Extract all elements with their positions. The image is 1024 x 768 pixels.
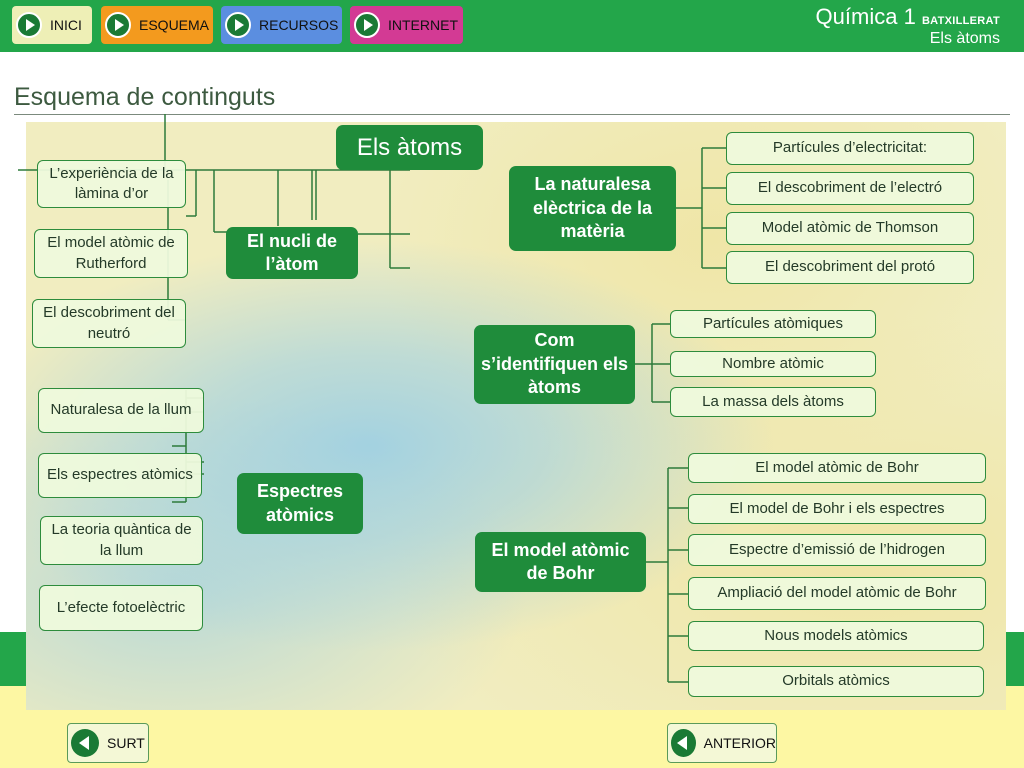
root-node[interactable]: Els àtoms [336,125,483,170]
anterior-label: ANTERIOR [703,735,776,751]
node-espectre-hidrogen[interactable]: Espectre d’emissió de l’hidrogen [688,534,986,566]
node-nous-models[interactable]: Nous models atòmics [688,621,984,651]
node-ampliacio-bohr[interactable]: Ampliació del model atòmic de Bohr [688,577,986,610]
node-efecte-fotoelectric[interactable]: L’efecte fotoelèctric [39,585,203,631]
node-orbitals[interactable]: Orbitals atòmics [688,666,984,697]
play-icon [225,12,251,38]
node-naturalesa-llum[interactable]: Naturalesa de la llum [38,388,204,433]
surt-label: SURT [107,735,145,751]
nav-inici-label: INICI [50,17,82,33]
page-title: Esquema de continguts [14,83,276,111]
anterior-button[interactable]: ANTERIOR [667,723,777,763]
course-name: Química 1 [815,4,916,29]
top-header: INICI ESQUEMA RECURSOS INTERNET Química … [0,0,1024,52]
nav-esquema-button[interactable]: ESQUEMA [101,6,213,44]
node-model-bohr[interactable]: El model atòmic de Bohr [688,453,986,483]
node-descobriment-electro[interactable]: El descobriment de l’electró [726,172,974,205]
course-title: Química 1 BATXILLERAT [816,4,1000,30]
back-arrow-icon [71,729,99,757]
nav-internet-button[interactable]: INTERNET [350,6,463,44]
back-arrow-icon [671,729,696,757]
node-descobriment-proto[interactable]: El descobriment del protó [726,251,974,284]
hub-nucli[interactable]: El nucli de l’àtom [226,227,358,279]
play-icon [16,12,42,38]
surt-button[interactable]: SURT [67,723,149,763]
play-icon [105,12,131,38]
hub-naturalesa[interactable]: La naturalesa elèctrica de la matèria [509,166,676,251]
node-model-rutherford[interactable]: El model atòmic de Rutherford [34,229,188,278]
node-model-thomson[interactable]: Model atòmic de Thomson [726,212,974,245]
nav-internet-label: INTERNET [388,17,458,33]
node-bohr-espectres[interactable]: El model de Bohr i els espectres [688,494,986,524]
node-nombre-atomic[interactable]: Nombre atòmic [670,351,876,377]
node-particules-electricitat[interactable]: Partícules d’electricitat: [726,132,974,165]
hub-identifiquen[interactable]: Com s’identifiquen els àtoms [474,325,635,404]
hub-espectres[interactable]: Espectres atòmics [237,473,363,534]
node-espectres-atomics[interactable]: Els espectres atòmics [38,453,202,498]
node-massa-atoms[interactable]: La massa dels àtoms [670,387,876,417]
node-lamina-or[interactable]: L’experiència de la làmina d’or [37,160,186,208]
unit-subtitle: Els àtoms [929,30,1000,47]
play-icon [354,12,380,38]
node-particules-atomiques[interactable]: Partícules atòmiques [670,310,876,338]
hub-bohr[interactable]: El model atòmic de Bohr [475,532,646,592]
nav-inici-button[interactable]: INICI [12,6,92,44]
title-divider [14,114,1010,115]
node-descobriment-neutro[interactable]: El descobriment del neutró [32,299,186,348]
nav-esquema-label: ESQUEMA [139,17,210,33]
node-teoria-quantica[interactable]: La teoria quàntica de la llum [40,516,203,565]
nav-recursos-button[interactable]: RECURSOS [221,6,342,44]
nav-recursos-label: RECURSOS [259,17,339,33]
course-level: BATXILLERAT [921,15,1000,27]
